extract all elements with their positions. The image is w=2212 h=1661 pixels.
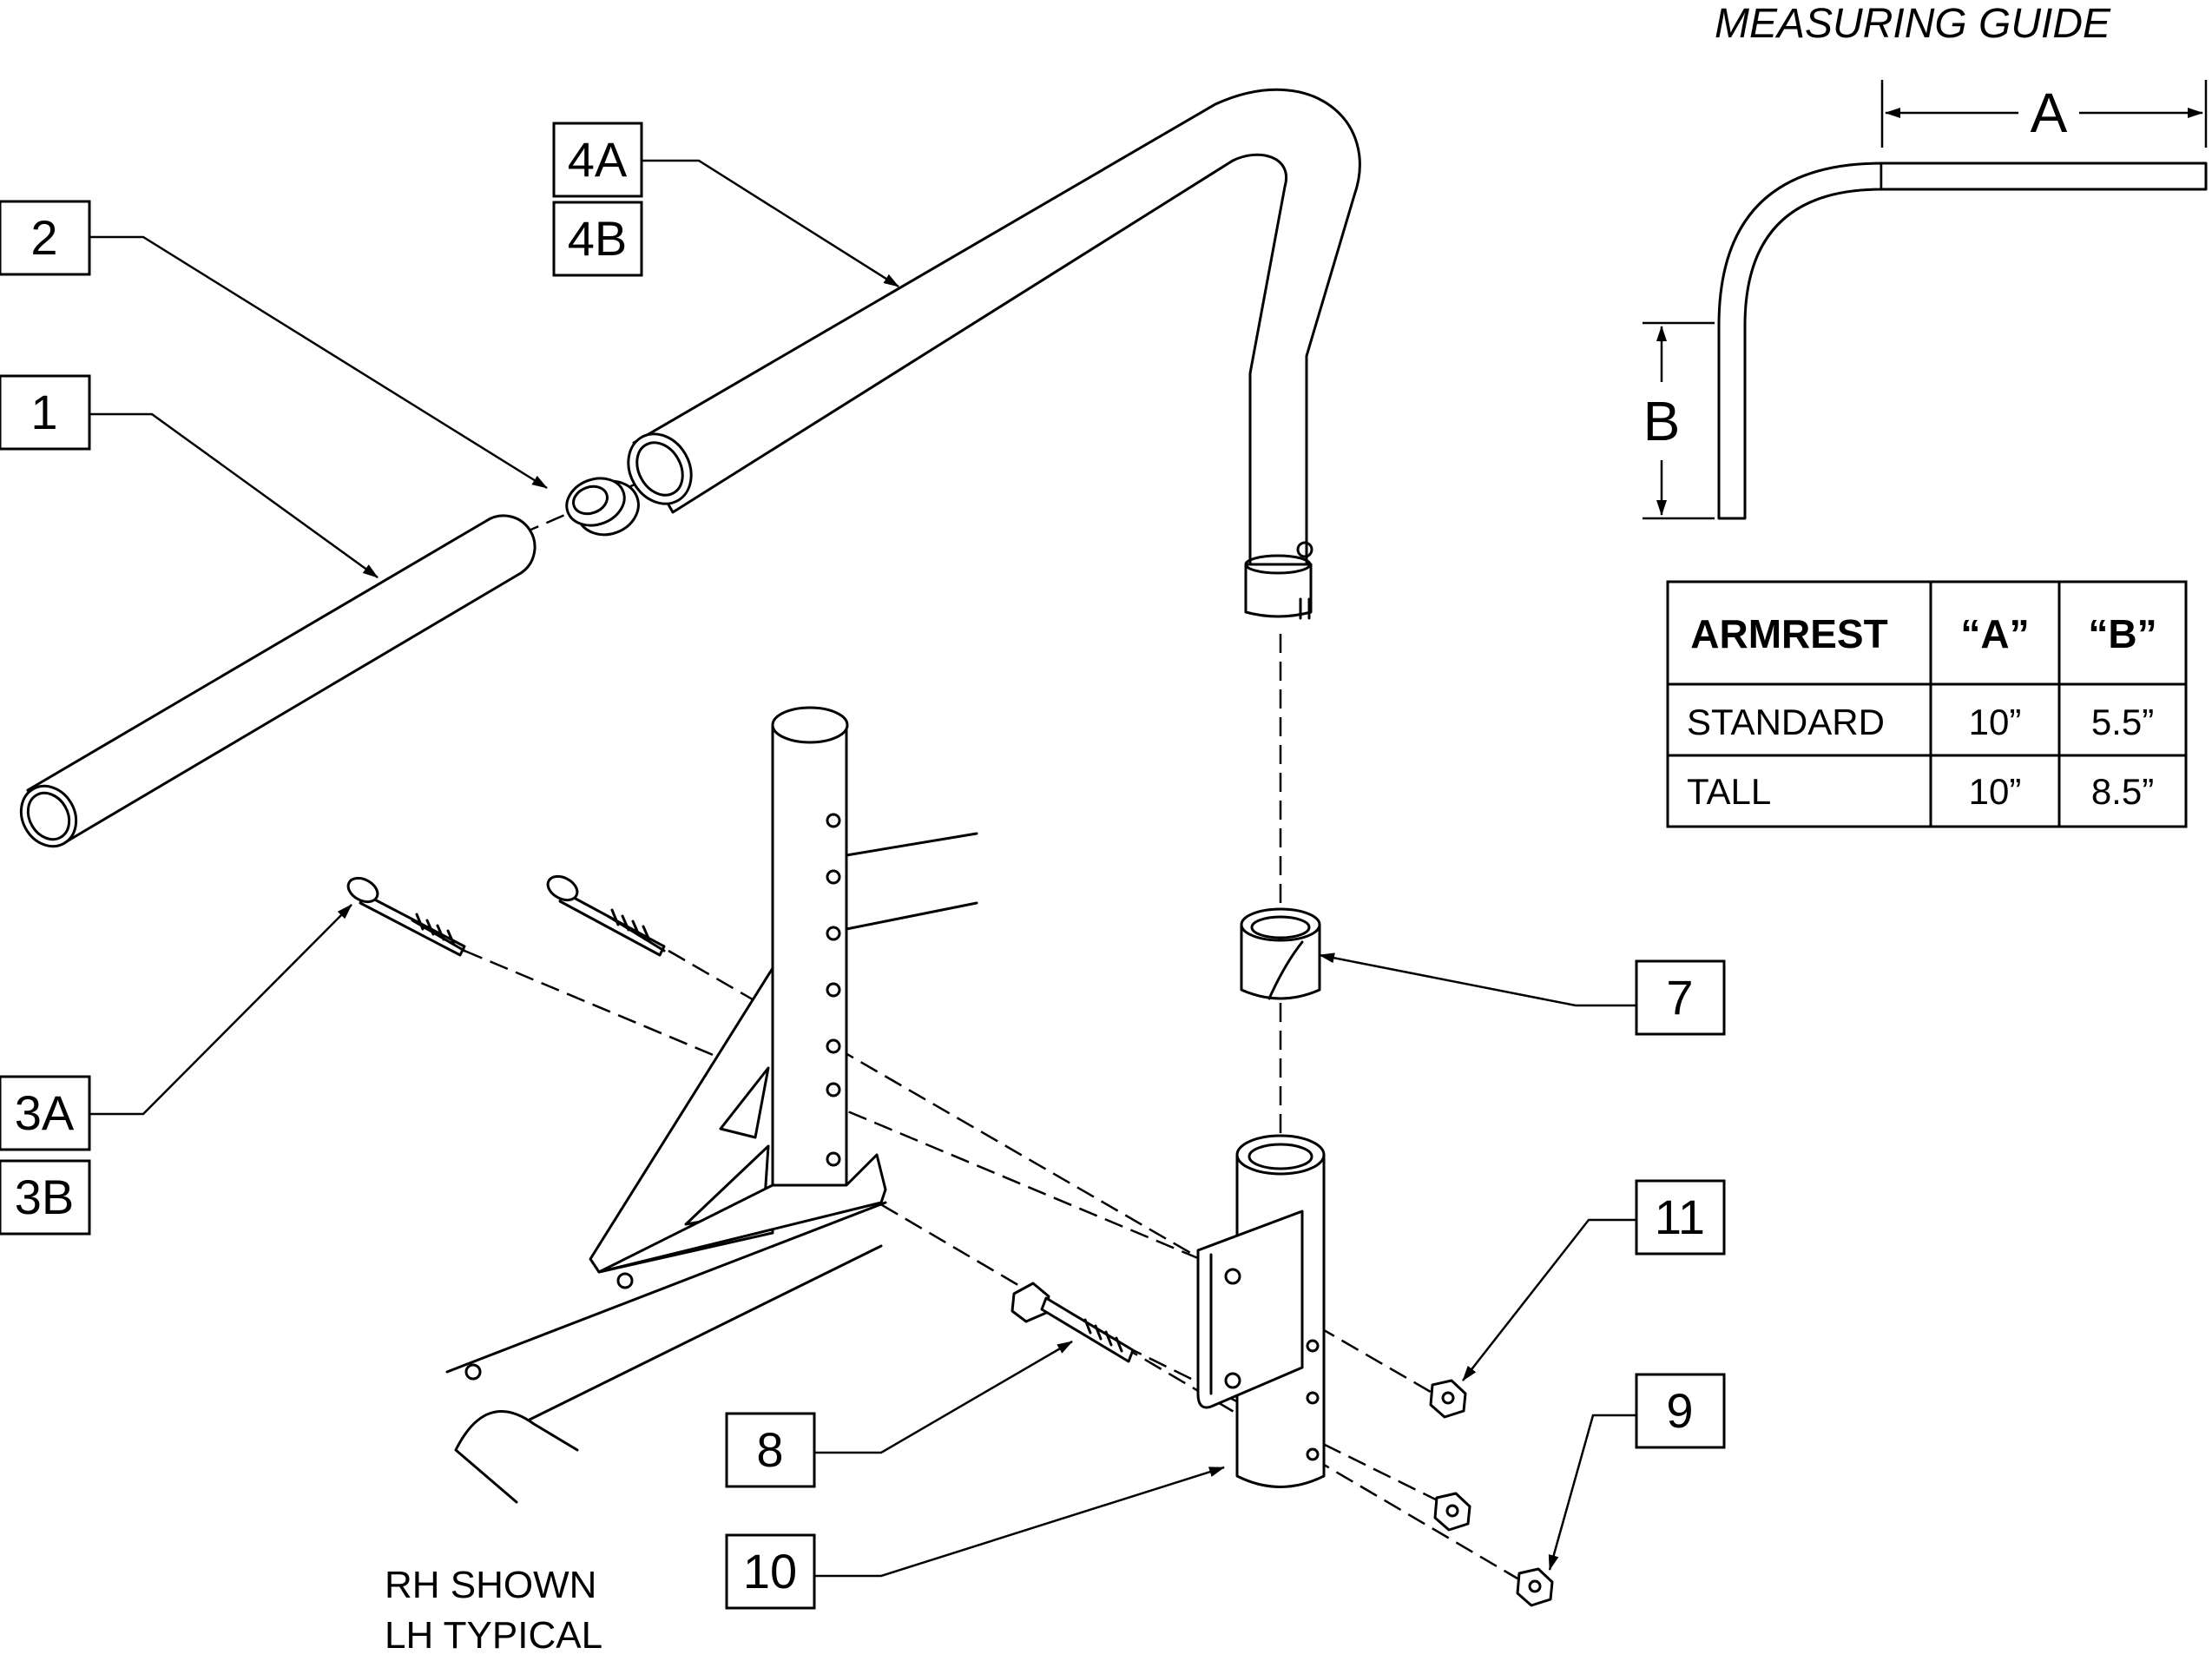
end-plug [565,477,640,537]
table-cell-r1-c1: STANDARD [1687,702,1885,742]
measuring-guide: MEASURING GUIDE A B [1643,1,2208,520]
armrest-dimension-table: ARMREST “A” “B” STANDARD 10” 5.5” TALL 1… [1666,580,2188,828]
nut-11 [1429,1379,1467,1419]
dim-a-label: A [2031,82,2068,144]
callout-7: 7 [1635,959,1726,1036]
table-cell-r2-c1: TALL [1687,771,1771,812]
table-cell-r1-c3: 5.5” [2091,702,2154,742]
leader-lines [89,159,1636,1578]
frame-socket [445,706,978,1504]
note-line-1: RH SHOWN [385,1564,596,1606]
callout-10: 10 [725,1533,816,1610]
callout-4a-label: 4A [568,132,628,187]
callout-10-label: 10 [743,1544,797,1598]
callout-3a: 3A [0,1075,91,1151]
table-header-armrest: ARMREST [1690,611,1887,656]
callout-4b-label: 4B [568,211,628,266]
callout-1: 1 [0,374,91,451]
nut-9 [1516,1567,1554,1607]
screw-upper [346,876,466,957]
measuring-guide-title: MEASURING GUIDE [1715,1,2111,47]
dim-b-label: B [1643,390,1681,452]
callout-7-label: 7 [1666,970,1693,1025]
callout-2: 2 [0,200,91,276]
table-cell-r1-c2: 10” [1969,702,2022,742]
callout-2-label: 2 [30,210,57,265]
callout-11: 11 [1635,1179,1726,1256]
hex-bolt [1011,1282,1135,1363]
orientation-note: RH SHOWN LH TYPICAL [385,1564,602,1657]
armrest-bent-tube [627,88,1361,620]
armrest-pad-tube [19,514,537,848]
callout-8-label: 8 [756,1422,783,1477]
callout-4b: 4B [552,201,643,277]
screw-lower [546,874,666,957]
armrest-receiver [1196,1134,1326,1488]
callout-4a: 4A [552,122,643,198]
callout-3b: 3B [0,1159,91,1236]
callout-3a-label: 3A [15,1085,75,1140]
callout-1-label: 1 [30,385,57,439]
note-line-2: LH TYPICAL [385,1614,602,1657]
table-header-a: “A” [1960,611,2029,656]
assembly-lines [464,480,1529,1586]
callout-9-label: 9 [1666,1383,1693,1438]
table-cell-r2-c2: 10” [1969,771,2022,812]
callout-8: 8 [725,1412,816,1488]
callout-11-label: 11 [1655,1190,1705,1244]
nut-lower [1433,1492,1471,1532]
callout-3b-label: 3B [15,1170,75,1224]
bushing [1240,907,1321,1000]
table-cell-r2-c3: 8.5” [2091,771,2154,812]
callout-9: 9 [1635,1373,1726,1449]
table-header-b: “B” [2088,611,2156,656]
